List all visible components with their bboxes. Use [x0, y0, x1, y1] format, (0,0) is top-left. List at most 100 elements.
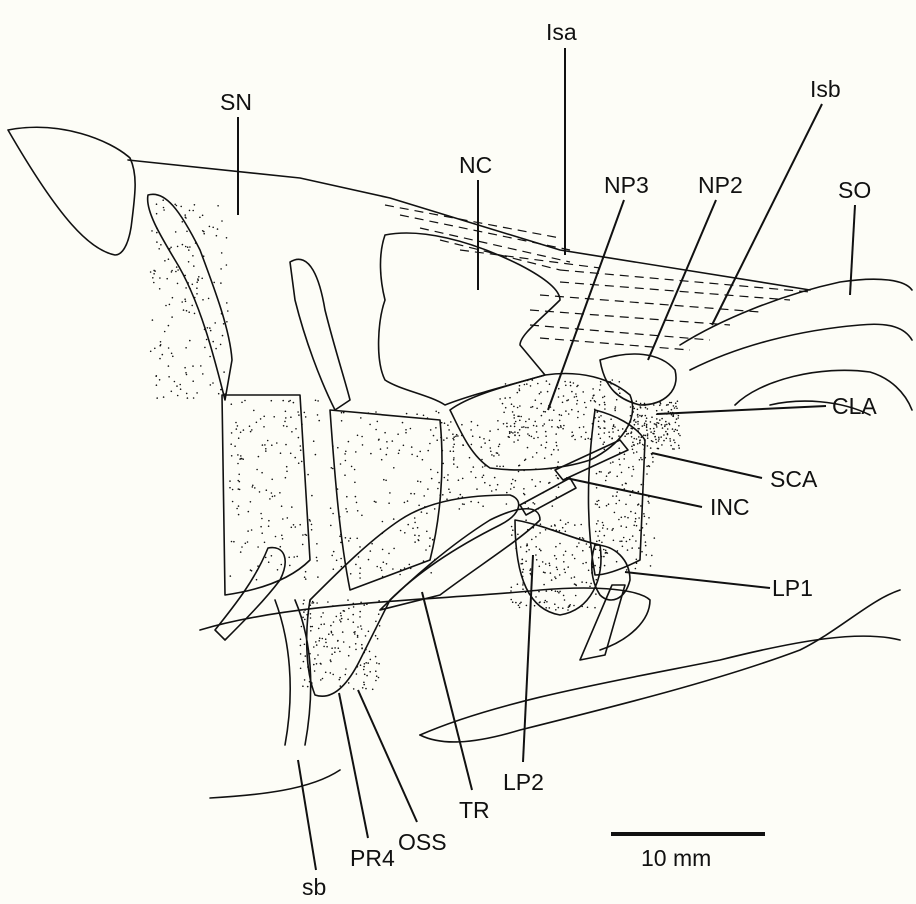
stipple-dot [185, 372, 187, 374]
stipple-dot [595, 531, 597, 533]
stipple-dot [433, 435, 435, 437]
stipple-dot [645, 545, 647, 547]
stipple-dot [638, 436, 640, 438]
stipple-dot [519, 420, 521, 422]
stipple-dot [637, 414, 639, 416]
stipple-dot [282, 400, 284, 402]
stipple-dot [402, 422, 404, 424]
stipple-dot [277, 569, 279, 571]
stipple-dot [260, 513, 262, 515]
stipple-dot [599, 428, 601, 430]
stipple-dot [330, 672, 332, 674]
stipple-dot [363, 666, 365, 668]
stipple-dot [678, 433, 680, 435]
stipple-dot [640, 457, 642, 459]
stipple-dot [637, 428, 639, 430]
stipple-dot [655, 424, 657, 426]
stipple-dot [208, 298, 210, 300]
stipple-dot [533, 438, 535, 440]
stipple-dot [656, 418, 658, 420]
stipple-dot [339, 677, 341, 679]
stipple-dot [603, 556, 605, 558]
stipple-dot [448, 488, 450, 490]
stipple-dot [353, 621, 355, 623]
stipple-dot [594, 565, 596, 567]
stipple-dot [599, 389, 601, 391]
stipple-dot [359, 546, 361, 548]
stipple-dot [593, 548, 595, 550]
stipple-dot [199, 217, 201, 219]
stipple-dot [583, 414, 585, 416]
stipple-dot [393, 518, 395, 520]
label-inc: INC [710, 494, 750, 520]
stipple-dot [340, 685, 342, 687]
stipple-dot [380, 448, 382, 450]
stipple-dot [310, 626, 312, 628]
scale-bar-label: 10 mm [641, 845, 711, 871]
stipple-dot [654, 436, 656, 438]
stipple-dot [315, 400, 317, 402]
stipple-dot [406, 413, 408, 415]
stipple-dot [334, 647, 336, 649]
stipple-dot [605, 480, 607, 482]
stipple-dot [643, 513, 645, 515]
stipple-dot [360, 417, 362, 419]
stipple-dot [525, 459, 527, 461]
stipple-dot [592, 567, 594, 569]
stipple-dot [414, 534, 416, 536]
stipple-dot [543, 571, 545, 573]
stipple-dot [658, 438, 660, 440]
stipple-dot [589, 546, 591, 548]
stipple-dot [265, 557, 267, 559]
stipple-dot [536, 452, 538, 454]
stipple-dot [188, 249, 190, 251]
stipple-dot [675, 406, 677, 408]
stipple-dot [616, 561, 618, 563]
stipple-dot [231, 455, 233, 457]
stipple-dot [599, 471, 601, 473]
stipple-dot [513, 406, 515, 408]
stipple-dot [234, 445, 236, 447]
stipple-dot [522, 584, 524, 586]
stipple-dot [345, 674, 347, 676]
stipple-dot [515, 480, 517, 482]
stipple-dot [359, 573, 361, 575]
stipple-dot [332, 445, 334, 447]
pr4-bone [307, 495, 519, 696]
stipple-dot [325, 672, 327, 674]
stipple-dot [596, 501, 598, 503]
stipple-dot [185, 246, 187, 248]
stipple-dot [633, 438, 635, 440]
stipple-dot [236, 428, 238, 430]
stipple-dot [442, 494, 444, 496]
stipple-dot [548, 482, 550, 484]
stipple-dot [557, 461, 559, 463]
stipple-dot [424, 506, 426, 508]
stipple-dot [645, 415, 647, 417]
stipple-dot [458, 479, 460, 481]
stipple-dot [536, 559, 538, 561]
stipple-dot [341, 566, 343, 568]
stipple-dot [520, 416, 522, 418]
stipple-dot [174, 204, 176, 206]
stipple-dot [519, 385, 521, 387]
stipple-dot [360, 602, 362, 604]
stipple-dot [608, 431, 610, 433]
stipple-dot [638, 491, 640, 493]
stipple-dot [304, 679, 306, 681]
stipple-dot [632, 466, 634, 468]
stipple-dot [622, 484, 624, 486]
stipple-dot [407, 524, 409, 526]
stipple-dot [557, 466, 559, 468]
stipple-dot [662, 427, 664, 429]
stipple-dot [610, 462, 612, 464]
stipple-dot [619, 392, 621, 394]
stipple-dot [645, 407, 647, 409]
stipple-dot [281, 535, 283, 537]
stipple-dot [429, 443, 431, 445]
label-cla: CLA [832, 393, 877, 419]
stipple-dot [491, 490, 493, 492]
stipple-dot [386, 454, 388, 456]
stipple-dot [353, 632, 355, 634]
stipple-dot [300, 653, 302, 655]
